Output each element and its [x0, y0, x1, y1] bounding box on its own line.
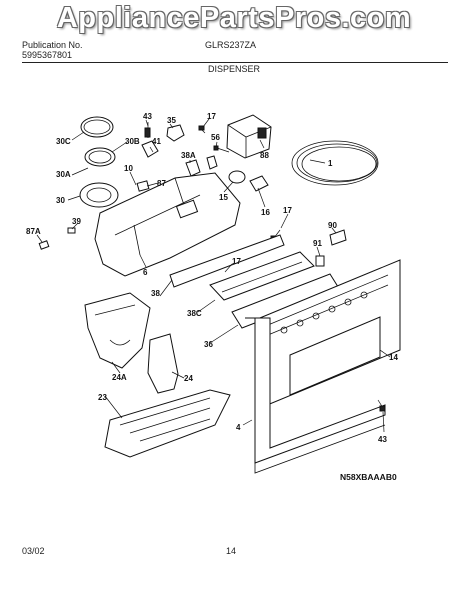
- part-switch-35: [166, 124, 185, 142]
- part-bracket-41: [141, 140, 159, 158]
- callout-label: 90: [328, 221, 337, 230]
- callout-label: 39: [72, 217, 81, 226]
- callout-label: 87: [157, 179, 166, 188]
- part-board-38: [169, 234, 285, 288]
- footer-page-number: 14: [226, 546, 237, 556]
- callout-label: 38A: [181, 151, 196, 160]
- callout-label: 38: [151, 289, 160, 298]
- callout-label: 14: [389, 353, 398, 362]
- callout-label: 43: [143, 112, 152, 121]
- callout-label: 91: [313, 239, 322, 248]
- part-box-88: [226, 114, 272, 159]
- part-bulb-15: [228, 170, 246, 184]
- callout-label: 17: [232, 257, 241, 266]
- callout-label: 30: [56, 196, 65, 205]
- callout-label: 17: [207, 112, 216, 121]
- callout-label: 43: [378, 435, 387, 444]
- watermark: AppliancePartsPros.com: [56, 2, 412, 34]
- part-cone-30: [79, 182, 119, 208]
- callout-label: 17: [283, 206, 292, 215]
- part-38a: [185, 159, 201, 177]
- callout-label: 38C: [187, 309, 202, 318]
- callout-label: 24A: [112, 373, 127, 382]
- part-90: [329, 229, 347, 246]
- callout-label: 35: [167, 116, 176, 125]
- part-tube-1: [291, 140, 379, 186]
- callout-label: 30B: [125, 137, 140, 146]
- callout-label: 41: [152, 137, 161, 146]
- part-board-38c: [209, 251, 315, 301]
- publication-number: 5995367801: [22, 50, 73, 60]
- model-number: GLRS237ZA: [205, 40, 257, 50]
- callout-label: 10: [124, 164, 133, 173]
- part-ring-30c: [80, 116, 114, 138]
- diagram-code: N58XBAAAB0: [340, 472, 397, 482]
- callout-label: 88: [260, 151, 269, 160]
- callout-label: 23: [98, 393, 107, 402]
- footer-date: 03/02: [22, 546, 45, 556]
- part-socket-16: [249, 175, 269, 192]
- part-chute-24a: [84, 292, 151, 369]
- publication-label: Publication No.: [22, 40, 83, 50]
- callout-label: 56: [211, 133, 220, 142]
- part-87: [136, 180, 150, 192]
- callout-label: 15: [219, 193, 228, 202]
- callout-label: 36: [204, 340, 213, 349]
- part-87a: [38, 240, 50, 250]
- callout-label: 4: [236, 423, 241, 432]
- callout-label: 87A: [26, 227, 41, 236]
- part-door-24: [147, 333, 179, 394]
- callout-label: 16: [261, 208, 270, 217]
- part-tray-23: [104, 389, 231, 458]
- part-39: [67, 227, 76, 234]
- header-rule: [22, 62, 448, 63]
- callout-label: 24: [184, 374, 193, 383]
- part-housing-6: [94, 172, 241, 277]
- part-91: [315, 255, 325, 267]
- callout-label: 30C: [56, 137, 71, 146]
- callout-label: 1: [328, 159, 333, 168]
- section-title: DISPENSER: [207, 64, 260, 74]
- callout-label: 30A: [56, 170, 71, 179]
- callout-label: 6: [143, 268, 148, 277]
